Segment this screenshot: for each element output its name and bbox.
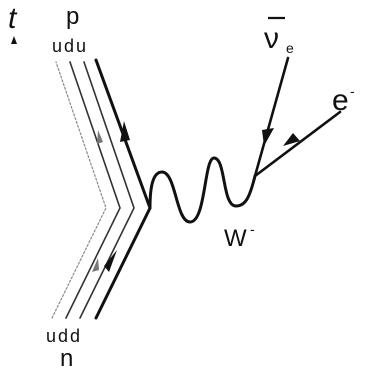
quark-lines — [51, 58, 152, 320]
neutron-symbol: n — [60, 345, 73, 371]
time-axis: t — [8, 2, 18, 44]
electron-line — [253, 110, 342, 178]
neutron-quark-content: udd — [46, 326, 82, 346]
w-boson-symbol: W — [224, 225, 247, 252]
electron-line-group — [253, 110, 342, 178]
active-quark-arrow-upper-icon — [120, 121, 130, 142]
spectator-quark-line-inner — [79, 61, 135, 319]
proton-symbol: p — [66, 3, 79, 30]
electron-arrow-icon — [283, 133, 300, 146]
electron-symbol: e — [332, 84, 349, 117]
spectator-quark-line-outer — [51, 61, 107, 319]
w-boson-line — [148, 156, 257, 224]
time-axis-arrow-icon — [11, 36, 17, 44]
spectator-quark-arrow-upper-icon — [97, 130, 103, 144]
antineutrino-symbol: ν — [264, 22, 279, 55]
time-axis-label: t — [8, 2, 18, 35]
electron-charge: - — [350, 83, 355, 99]
active-quark-arrow-lower-icon — [104, 250, 117, 272]
antineutrino-line-group — [253, 56, 290, 178]
spectator-quark-arrow-lower-icon — [92, 258, 99, 272]
w-boson-charge: - — [250, 221, 255, 237]
labels: p udu udd n ν e e - W - — [46, 3, 355, 372]
proton-quark-content: udu — [52, 36, 88, 56]
antineutrino-line — [253, 56, 290, 178]
active-quark-line — [94, 58, 152, 320]
spectator-quark-line-middle — [65, 61, 121, 319]
antineutrino-subscript: e — [286, 40, 294, 56]
antineutrino-arrow-icon — [262, 128, 274, 146]
